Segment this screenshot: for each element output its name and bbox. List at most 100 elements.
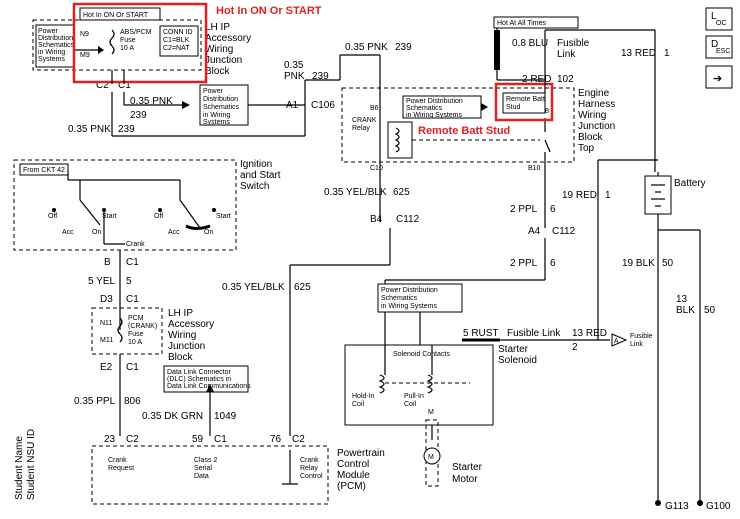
ignition-title: Ignition bbox=[240, 159, 272, 170]
hot-in-on-inner-box bbox=[79, 7, 161, 21]
pcm-outline bbox=[91, 445, 329, 505]
switch-pos: Acc bbox=[168, 229, 180, 236]
hold-in-label: Coil bbox=[352, 401, 365, 408]
wire-label: 239 bbox=[118, 124, 135, 135]
loc-button-frame bbox=[705, 7, 733, 31]
wire-label: 0.35 DK GRN bbox=[142, 411, 203, 422]
pds-line: Schematics bbox=[38, 42, 75, 49]
arrow-icon bbox=[182, 101, 190, 109]
crank-relay-coil bbox=[387, 121, 413, 159]
wire-label: 239 bbox=[395, 42, 412, 53]
ground-g113-label: G113 bbox=[665, 501, 689, 512]
pcm-func: Crank bbox=[108, 457, 127, 464]
pin-n11: N11 bbox=[100, 320, 112, 327]
wire-label: 806 bbox=[124, 396, 141, 407]
fuse-label: Fuse bbox=[128, 331, 144, 338]
switch-pos: Off bbox=[154, 213, 163, 220]
switch-contact bbox=[158, 208, 162, 212]
wire-label: 239 bbox=[130, 110, 147, 121]
student-nsu-id: Student NSU ID bbox=[26, 429, 37, 500]
switch-pos: Off bbox=[48, 213, 57, 220]
conn-b4: B4 bbox=[370, 214, 383, 225]
block-title: Accessory bbox=[205, 33, 251, 44]
pin-n9: N9 bbox=[80, 31, 89, 38]
battery-box bbox=[644, 175, 672, 215]
wire-label: 1 bbox=[605, 190, 611, 201]
battery-label: Battery bbox=[674, 178, 706, 189]
desc-button[interactable]: D ESC bbox=[705, 35, 733, 59]
pcm-func: Data bbox=[194, 473, 209, 480]
wire-label: 0.35 PNK bbox=[130, 96, 173, 107]
switch-contact bbox=[212, 208, 216, 212]
pcm-func: Class 2 bbox=[194, 457, 217, 464]
engine-block-title: Top bbox=[578, 143, 595, 154]
wire-label: 0.35 PNK bbox=[68, 124, 111, 135]
arrow-icon bbox=[206, 384, 214, 392]
conn-c1: C1 bbox=[126, 294, 139, 305]
lh-ip-block-mid-outline bbox=[91, 307, 163, 355]
block-title: Wiring bbox=[205, 44, 233, 55]
wire-label: 0.35 PPL bbox=[74, 396, 116, 407]
wire-label: 0.35 YEL/BLK bbox=[222, 282, 285, 293]
wire-label: 5 bbox=[126, 276, 132, 287]
pcm-pin: 59 bbox=[192, 434, 204, 445]
fuse-label: 10 A bbox=[128, 339, 142, 346]
dlc-box bbox=[163, 365, 249, 393]
pin-b6: B6 bbox=[370, 105, 379, 112]
starter-motor-title: Motor bbox=[452, 474, 478, 485]
coil-icon bbox=[394, 127, 400, 153]
pds-line: Power bbox=[203, 88, 224, 95]
switch-pos: Start bbox=[216, 213, 231, 220]
switch-pos: Acc bbox=[62, 229, 74, 236]
wire-label: PNK bbox=[284, 71, 305, 82]
pds-line: Schematics bbox=[203, 104, 240, 111]
loc-button[interactable]: L OC bbox=[705, 7, 733, 31]
block-title: Block bbox=[168, 352, 193, 363]
fuse-label: Fuse bbox=[120, 37, 136, 44]
pin-b10: B10 bbox=[528, 165, 541, 172]
fusible-link-side-label: Link bbox=[630, 341, 643, 348]
stud-label: Stud bbox=[506, 104, 521, 111]
block-title: Block bbox=[205, 66, 230, 77]
wire-label: 1049 bbox=[214, 411, 237, 422]
hot-at-all-times-box bbox=[493, 16, 579, 29]
switch-arc bbox=[185, 224, 211, 230]
arrow-right-icon: ➔ bbox=[713, 73, 722, 85]
wire-label: 50 bbox=[704, 305, 716, 316]
relay-contact bbox=[544, 139, 551, 153]
pcm-pin: 76 bbox=[270, 434, 282, 445]
conn-c112: C112 bbox=[396, 214, 420, 225]
pcm-func: Request bbox=[108, 465, 134, 472]
desc-button-frame bbox=[705, 35, 733, 59]
pin-m11: M11 bbox=[100, 337, 113, 344]
conn-c1: C1 bbox=[126, 257, 139, 268]
motor-symbol: M bbox=[428, 454, 434, 461]
pds-box-starter bbox=[377, 283, 463, 313]
wire-label: Link bbox=[557, 49, 576, 60]
wire-label: 50 bbox=[662, 258, 674, 269]
conn-c1: C1 bbox=[118, 80, 131, 91]
wire-label: 6 bbox=[550, 258, 556, 269]
engine-block-title: Engine bbox=[578, 88, 610, 99]
fuse-icon bbox=[109, 29, 115, 55]
pds-line: in Wiring Systems bbox=[406, 112, 463, 119]
stud-label: Remote Batt bbox=[506, 96, 545, 103]
next-arrow-button[interactable]: ➔ bbox=[705, 65, 733, 89]
dlc-line: Data Link Connector bbox=[167, 369, 231, 376]
pcm-title: Control bbox=[337, 459, 369, 470]
ground-g100-icon bbox=[697, 500, 703, 506]
fuse-label: ABS/PCM bbox=[120, 29, 152, 36]
loc-letter: L bbox=[711, 11, 717, 22]
ignition-title: Switch bbox=[240, 181, 269, 192]
ignition-switch-outline bbox=[13, 159, 237, 251]
starter-title: Solenoid bbox=[498, 355, 537, 366]
wire-label: 2 bbox=[572, 342, 578, 353]
wire-label: 13 bbox=[676, 294, 688, 305]
starter-title: Starter bbox=[498, 344, 529, 355]
switch-pos: On bbox=[92, 229, 101, 236]
wire-label: 0.35 YEL/BLK bbox=[324, 187, 387, 198]
wire-label: 6 bbox=[550, 204, 556, 215]
fusible-link-icon bbox=[494, 30, 500, 70]
wire-label: 19 RED bbox=[562, 190, 597, 201]
